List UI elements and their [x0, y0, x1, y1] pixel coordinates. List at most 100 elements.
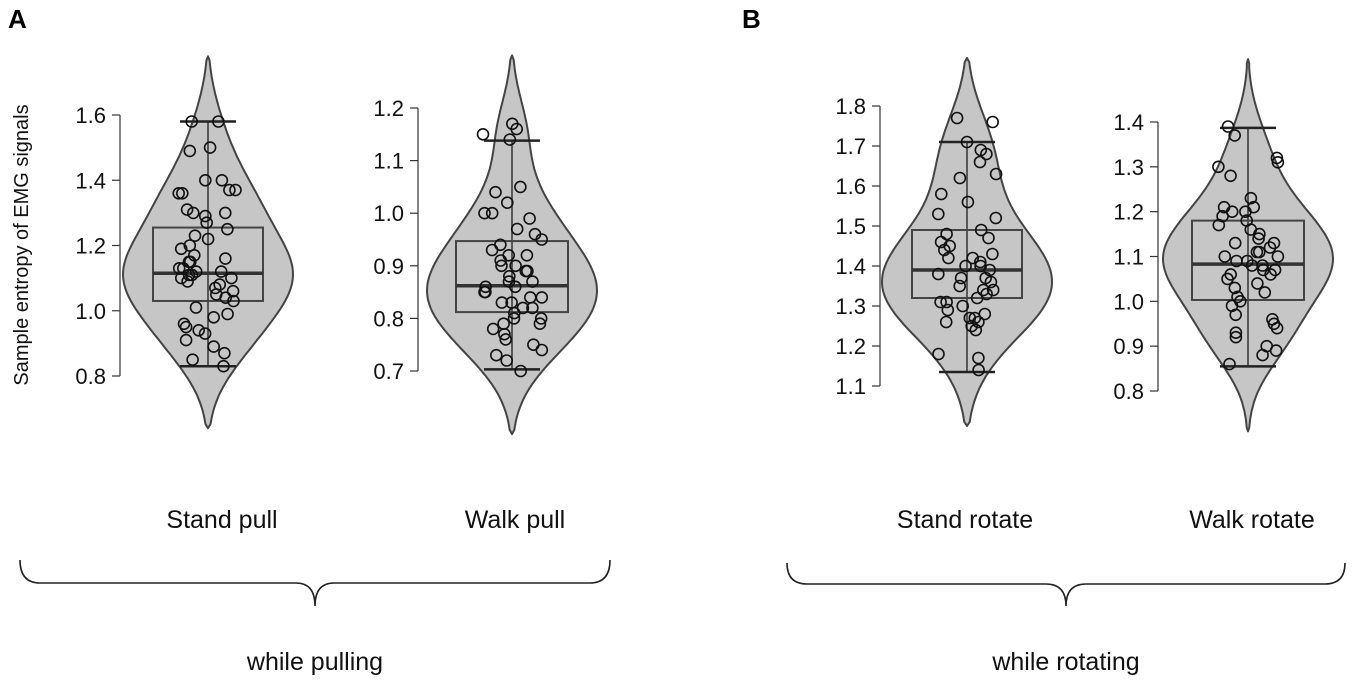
- data-point: [972, 351, 985, 365]
- data-point: [520, 249, 534, 262]
- data-point: [500, 196, 514, 209]
- y-tick-label: 0.9: [373, 254, 404, 279]
- data-point: [478, 206, 491, 220]
- data-point: [1267, 236, 1281, 250]
- data-point: [495, 259, 508, 273]
- data-point: [227, 294, 240, 308]
- data-point: [932, 347, 945, 361]
- y-tick-label: 1.1: [1113, 245, 1144, 270]
- data-point: [931, 267, 945, 281]
- y-tick-label: 1.6: [75, 103, 106, 128]
- data-point: [226, 284, 240, 298]
- data-point: [179, 320, 193, 334]
- data-point: [986, 115, 1000, 129]
- data-point: [221, 307, 234, 321]
- data-point: [986, 283, 1000, 297]
- panel-a-letter: A: [8, 4, 27, 34]
- data-point: [485, 243, 499, 257]
- data-point: [942, 251, 955, 265]
- data-point: [972, 315, 985, 329]
- data-point: [1251, 277, 1264, 290]
- data-point: [478, 285, 491, 299]
- data-point: [966, 251, 980, 265]
- data-point: [207, 310, 220, 324]
- data-point: [989, 211, 1003, 225]
- data-point: [503, 133, 517, 146]
- data-point: [476, 128, 490, 141]
- data-points: [172, 115, 242, 373]
- y-tick-label: 1.8: [835, 94, 866, 119]
- data-point: [219, 206, 232, 220]
- data-point: [212, 115, 225, 128]
- y-tick-label: 0.8: [75, 364, 106, 389]
- data-point: [510, 122, 524, 136]
- data-point: [939, 315, 953, 329]
- data-point: [970, 291, 984, 305]
- data-point: [521, 264, 534, 278]
- data-point: [175, 271, 188, 285]
- data-point: [982, 231, 995, 245]
- data-point: [1258, 286, 1272, 299]
- data-point: [941, 303, 955, 317]
- data-point: [1271, 156, 1285, 169]
- y-tick-label: 1.4: [835, 254, 866, 279]
- data-point: [200, 216, 213, 229]
- y-axis-stand-pull: 0.81.01.21.41.6: [75, 103, 121, 389]
- data-point: [494, 254, 508, 267]
- data-point: [201, 232, 215, 246]
- y-axis-walk-rotate: 0.80.91.01.11.21.31.4: [1113, 110, 1159, 404]
- data-point: [1228, 281, 1242, 295]
- data-point: [973, 155, 987, 169]
- data-point: [954, 271, 968, 285]
- data-point: [968, 311, 982, 325]
- data-point: [502, 269, 516, 283]
- data-point: [199, 209, 212, 223]
- data-point: [535, 343, 549, 357]
- data-point: [185, 115, 198, 128]
- category-label-walk-pull: Walk pull: [465, 506, 566, 534]
- data-point: [198, 327, 212, 340]
- data-point: [526, 275, 539, 288]
- data-point: [989, 167, 1003, 181]
- data-point: [1245, 259, 1259, 272]
- data-points: [476, 117, 549, 378]
- data-point: [498, 327, 511, 341]
- data-point: [486, 322, 500, 336]
- data-point: [219, 252, 232, 265]
- data-point: [1239, 205, 1252, 218]
- y-tick-label: 1.2: [835, 334, 866, 359]
- data-point: [186, 353, 199, 367]
- brace-pulling: [19, 559, 611, 607]
- data-point: [934, 295, 947, 309]
- data-point: [192, 323, 205, 337]
- data-point: [940, 295, 953, 309]
- y-tick-label: 1.0: [373, 201, 404, 226]
- data-point: [523, 212, 536, 225]
- data-point: [217, 359, 230, 373]
- data-point: [1244, 191, 1258, 205]
- data-point: [218, 346, 231, 360]
- data-point: [965, 319, 979, 333]
- data-point: [1256, 348, 1269, 362]
- y-tick-label: 1.2: [1113, 200, 1144, 225]
- data-point: [219, 291, 232, 305]
- violin-chart-stand-pull: 0.81.01.21.41.6: [75, 55, 294, 430]
- data-point: [974, 223, 988, 237]
- data-point: [1224, 169, 1237, 183]
- data-points: [1212, 120, 1285, 371]
- data-point: [176, 187, 189, 200]
- data-point: [209, 281, 222, 295]
- data-point: [1223, 357, 1236, 371]
- iqr-box: [911, 229, 1023, 299]
- category-label-stand-pull: Stand pull: [166, 506, 277, 534]
- data-point: [479, 280, 492, 294]
- group-label-rotating: while rotating: [991, 648, 1139, 676]
- data-point: [1212, 218, 1226, 232]
- data-point: [1268, 263, 1282, 277]
- data-point: [1270, 321, 1284, 335]
- data-point: [207, 340, 220, 353]
- y-axis-walk-pull: 0.70.80.91.01.11.2: [373, 96, 419, 384]
- category-label-stand-rotate: Stand rotate: [897, 506, 1033, 534]
- iqr-box: [455, 240, 569, 314]
